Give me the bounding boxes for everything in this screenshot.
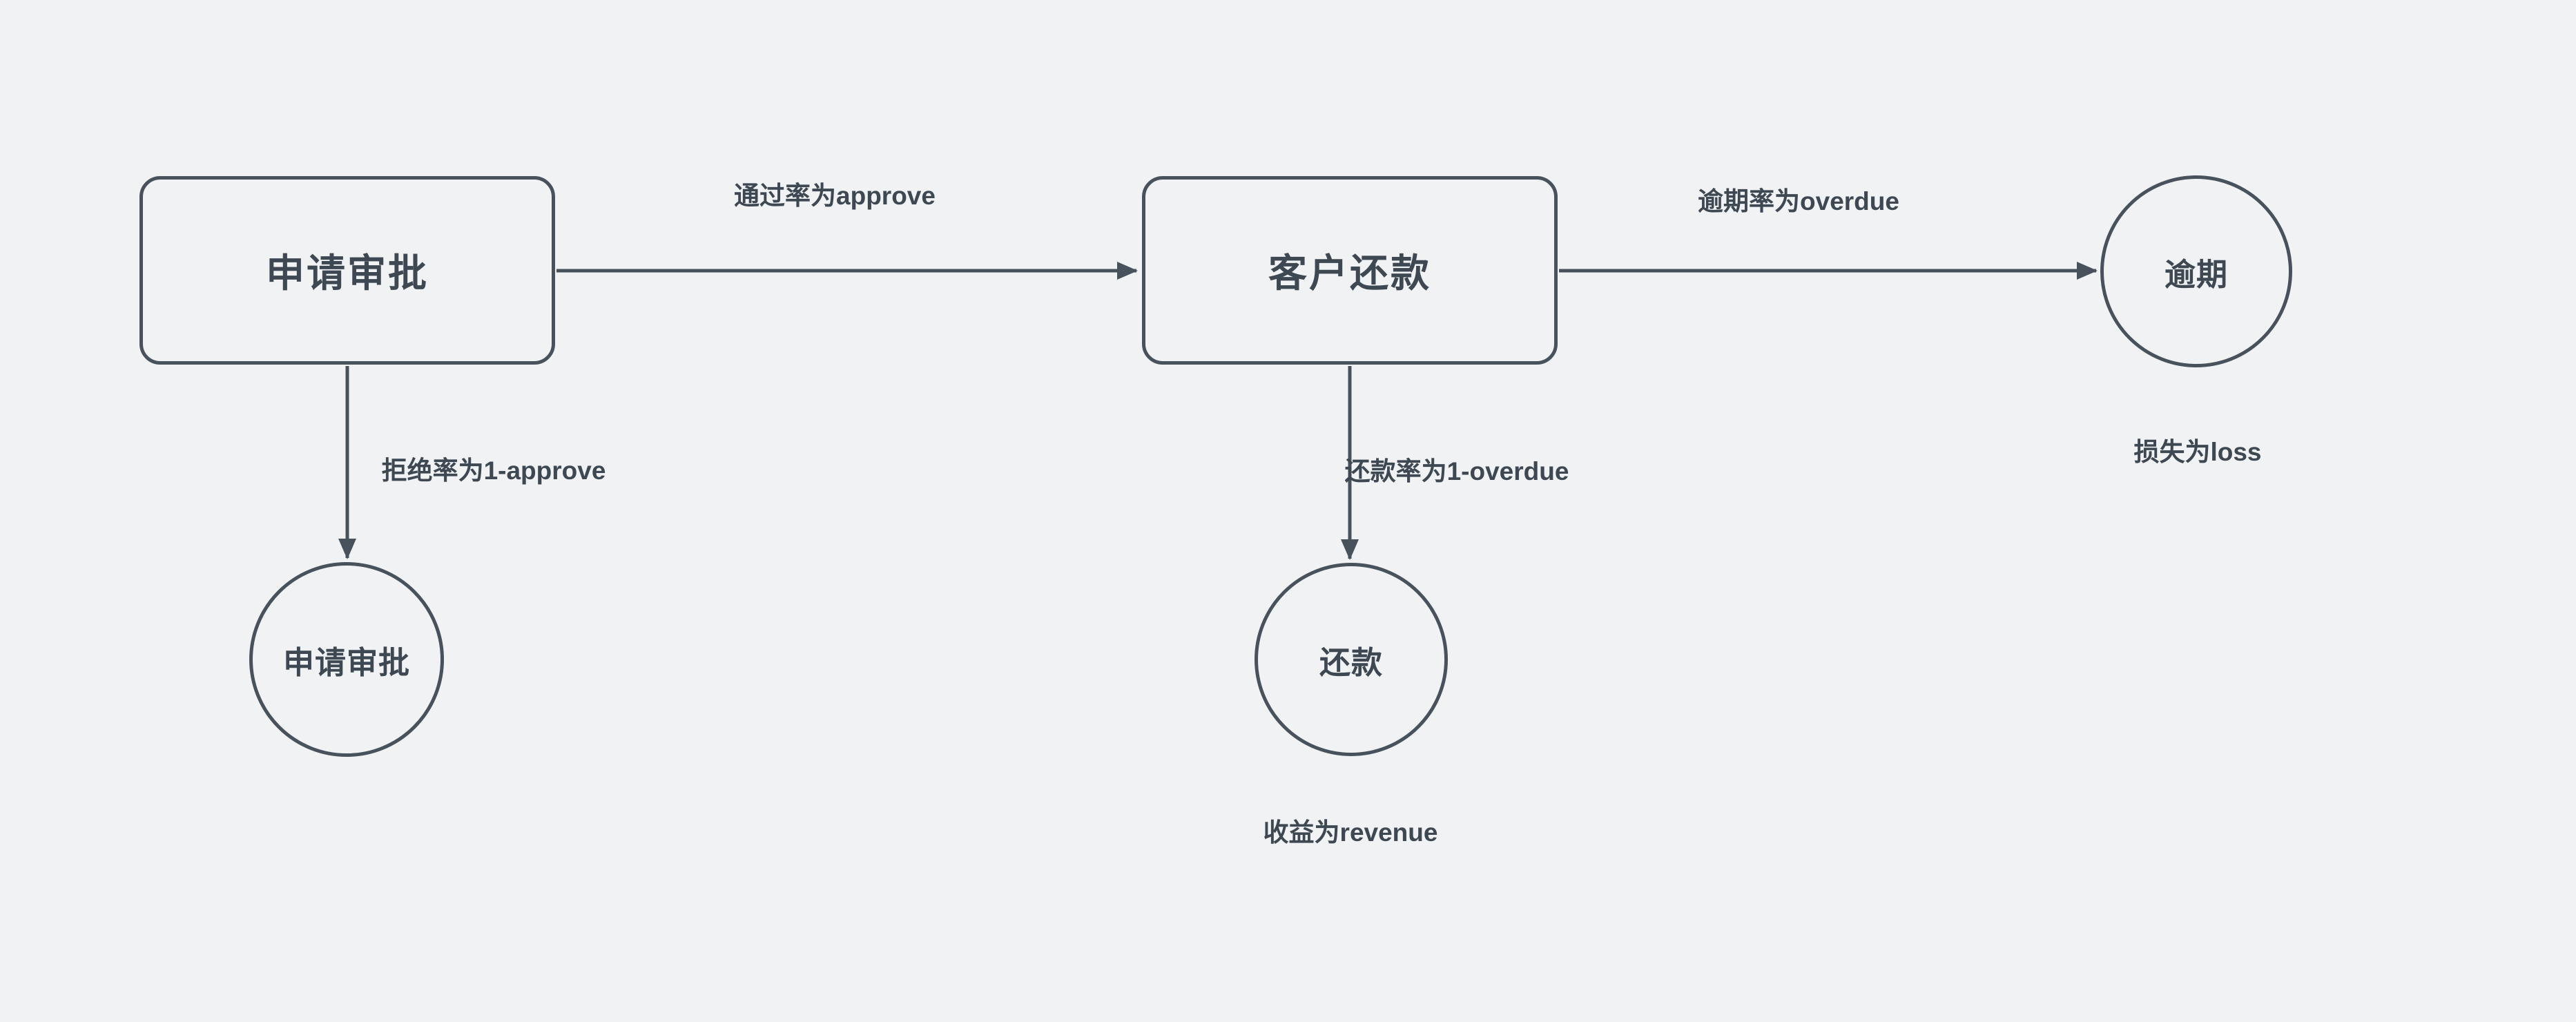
node-repay-circle-label: 还款	[1319, 644, 1383, 680]
node-repay-box-label: 客户还款	[1268, 251, 1431, 295]
edge-label-repay[interactable]: 还款率为1-overdue	[1344, 457, 1569, 485]
node-repay-circle[interactable]: 还款	[1255, 563, 1448, 756]
edge-label-overdue[interactable]: 逾期率为overdue	[1698, 187, 1899, 215]
node-apply-circle-label: 申请审批	[282, 644, 410, 680]
node-apply-box-label: 申请审批	[266, 251, 429, 295]
annotation-revenue[interactable]: 收益为revenue	[1263, 818, 1438, 847]
node-overdue-circle-label: 逾期	[2164, 256, 2228, 292]
annotation-loss[interactable]: 损失为loss	[2133, 438, 2262, 466]
node-repay-box[interactable]: 客户还款	[1142, 176, 1558, 365]
node-apply-circle[interactable]: 申请审批	[249, 562, 444, 757]
node-apply-box[interactable]: 申请审批	[139, 176, 555, 365]
edge-label-approve[interactable]: 通过率为approve	[734, 182, 936, 210]
edge-label-reject[interactable]: 拒绝率为1-approve	[381, 456, 606, 485]
node-overdue-circle[interactable]: 逾期	[2100, 175, 2292, 367]
